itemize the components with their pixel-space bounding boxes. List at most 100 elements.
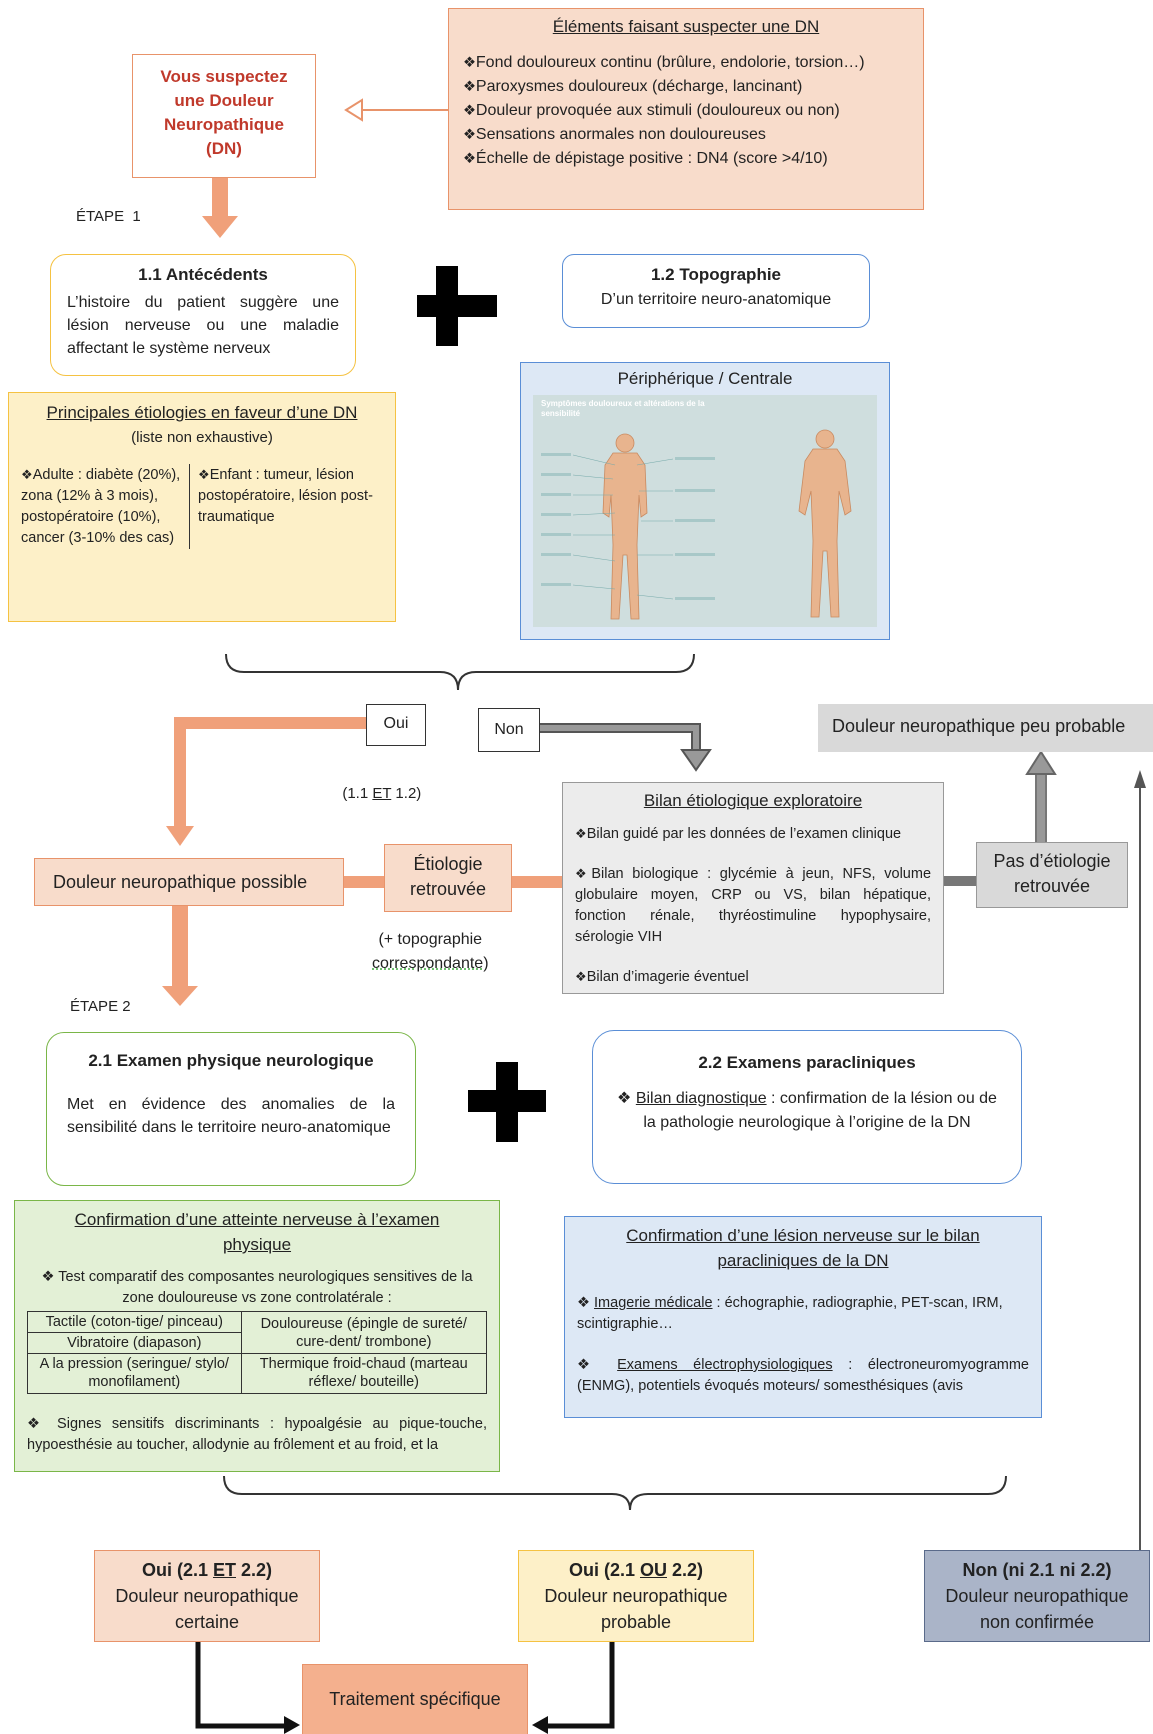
- elements-item: Sensations anormales non douloureuses: [463, 123, 909, 147]
- oui-note-et: ET: [372, 785, 392, 802]
- peu-probable-text: Douleur neuropathique peu probable: [832, 716, 1126, 736]
- confirm-physique-box: Confirmation d’une atteinte nerveuse à l…: [14, 1200, 500, 1472]
- oui-note-post: 1.2): [391, 785, 422, 802]
- confirm-para-imagerie-text: : échographie, radiographie, PET-scan, I…: [577, 1295, 1003, 1332]
- etiologie-retrouvee-line1: Étiologie: [413, 854, 483, 874]
- non-confirmee-line2: Douleur neuropathique: [945, 1586, 1129, 1606]
- topo-corresp-line1: (+ topographie: [378, 931, 483, 948]
- suspect-line-4: (DN): [206, 139, 242, 158]
- probable-l1-post: 2.2): [666, 1560, 704, 1580]
- oui-label: Oui: [383, 715, 409, 732]
- elements-item: Douleur provoquée aux stimuli (douloureu…: [463, 99, 909, 123]
- confirm-para-imagerie-label: Imagerie médicale: [594, 1295, 713, 1311]
- certaine-line3: certaine: [174, 1612, 240, 1632]
- elements-item: Paroxysmes douloureux (décharge, lancina…: [463, 75, 909, 99]
- etiologie-retrouvee-box: Étiologie retrouvée: [384, 844, 512, 912]
- table-cell: A la pression (seringue/ stylo/ monofila…: [27, 1353, 242, 1394]
- elements-title: Éléments faisant suspecter une DN: [552, 17, 820, 36]
- topographie-text: D’un territoire neuro-anatomique: [600, 291, 832, 308]
- etiologie-retrouvee-line2: retrouvée: [409, 879, 487, 899]
- pas-etiologie-line2: retrouvée: [1013, 876, 1091, 896]
- confirm-para-imagerie: ❖ Imagerie médicale : échographie, radio…: [577, 1295, 1003, 1332]
- periph-title: Périphérique / Centrale: [617, 369, 793, 388]
- bilan-item: Bilan guidé par les données de l’examen …: [575, 823, 931, 845]
- etiologies-subtitle: (liste non exhaustive): [131, 429, 273, 446]
- confirm-para-title: Confirmation d’une lésion nerveuse sur l…: [626, 1226, 980, 1270]
- examen-physique-title: 2.1 Examen physique neurologique: [88, 1051, 374, 1070]
- traitement-box: Traitement spécifique: [302, 1664, 528, 1734]
- etiologies-adulte-text: Adulte : diabète (20%), zona (12% à 3 mo…: [21, 464, 183, 549]
- etape1-label: ÉTAPE 1: [76, 208, 141, 225]
- figure-heading: Symptômes douloureux et altérations de l…: [541, 399, 705, 418]
- elements-item: Fond douloureux continu (brûlure, endolo…: [463, 51, 909, 75]
- oui-note: (1.1 ET 1.2): [334, 768, 421, 802]
- non-label: Non: [494, 721, 524, 738]
- examens-para-desc: : confirmation de la lésion ou de la pat…: [643, 1090, 997, 1131]
- confirm-physique-intro-text: Test comparatif des composantes neurolog…: [58, 1269, 473, 1306]
- confirm-para-electro-label: Examens électrophysiologiques: [617, 1357, 833, 1373]
- traitement-text: Traitement spécifique: [329, 1689, 501, 1709]
- confirm-physique-title: Confirmation d’une atteinte nerveuse à l…: [74, 1210, 440, 1254]
- table-row: Tactile (coton-tige/ pinceau) Douloureus…: [27, 1310, 488, 1355]
- table-cell: Thermique froid-chaud (marteau réflexe/ …: [240, 1353, 488, 1394]
- confirm-physique-signes-text: Signes sensitifs discriminants : hypoalg…: [27, 1415, 487, 1453]
- bilan-box: Bilan étiologique exploratoire Bilan gui…: [562, 782, 944, 994]
- etiologies-enfant-text: Enfant : tumeur, lésion postopératoire, …: [198, 464, 383, 528]
- etiologies-title: Principales étiologies en faveur d’une D…: [46, 403, 358, 422]
- antecedents-text: L’histoire du patient suggère une lésion…: [67, 294, 339, 357]
- elements-list: Fond douloureux continu (brûlure, endolo…: [463, 51, 909, 171]
- suspect-line-1: Vous suspectez: [160, 67, 288, 86]
- examens-para-box: 2.2 Examens paracliniques ❖ Bilan diagno…: [592, 1030, 1022, 1184]
- certaine-l1-post: 2.2): [236, 1560, 273, 1580]
- elements-box: Éléments faisant suspecter une DN Fond d…: [448, 8, 924, 210]
- probable-l1-pre: Oui (2.1: [568, 1560, 640, 1580]
- non-confirmee-box: Non (ni 2.1 ni 2.2) Douleur neuropathiqu…: [924, 1550, 1150, 1642]
- possible-text: Douleur neuropathique possible: [53, 872, 308, 892]
- body-silhouettes-icon: [541, 429, 852, 620]
- certaine-line1: Oui (2.1 ET 2.2): [95, 1557, 319, 1583]
- probable-l1-ou: OU: [639, 1560, 667, 1580]
- non-confirmee-line3: non confirmée: [979, 1612, 1095, 1632]
- suspect-line-2: une Douleur: [174, 91, 274, 110]
- possible-box: Douleur neuropathique possible: [34, 858, 344, 906]
- dermatome-figure: Symptômes douloureux et altérations de l…: [533, 395, 877, 627]
- bilan-title: Bilan étiologique exploratoire: [643, 791, 863, 810]
- examen-physique-box: 2.1 Examen physique neurologique Met en …: [46, 1032, 416, 1186]
- certaine-l1-et: ET: [212, 1560, 236, 1580]
- suspect-box: Vous suspectez une Douleur Neuropathique…: [132, 54, 316, 178]
- probable-line1: Oui (2.1 OU 2.2): [519, 1557, 753, 1583]
- examens-para-title: 2.2 Examens paracliniques: [698, 1053, 916, 1072]
- certaine-line2: Douleur neuropathique: [115, 1586, 299, 1606]
- etiologies-adulte: Adulte : diabète (20%), zona (12% à 3 mo…: [21, 464, 190, 549]
- bilan-item: Bilan d’imagerie éventuel: [575, 966, 931, 988]
- probable-line3: probable: [600, 1612, 672, 1632]
- topo-corresp-line2: correspondante): [372, 955, 489, 972]
- antecedents-box: 1.1 Antécédents L’histoire du patient su…: [50, 254, 356, 376]
- confirm-physique-signes: ❖ Signes sensitifs discriminants : hypoa…: [27, 1415, 487, 1453]
- examen-physique-text: Met en évidence des anomalies de la sens…: [67, 1096, 395, 1136]
- table-cell: Vibratoire (diapason): [27, 1332, 242, 1355]
- examens-para-text: ❖ Bilan diagnostique : confirmation de l…: [617, 1090, 997, 1131]
- etiologies-enfant: Enfant : tumeur, lésion postopératoire, …: [190, 464, 383, 549]
- non-box: Non: [478, 708, 540, 752]
- antecedents-title: 1.1 Antécédents: [138, 265, 268, 284]
- certaine-l1-pre: Oui (2.1: [141, 1560, 213, 1580]
- periph-box: Périphérique / Centrale Symptômes doulou…: [520, 362, 890, 640]
- topographie-box: 1.2 Topographie D’un territoire neuro-an…: [562, 254, 870, 328]
- probable-box: Oui (2.1 OU 2.2) Douleur neuropathique p…: [518, 1550, 754, 1642]
- pas-etiologie-box: Pas d’étiologie retrouvée: [976, 842, 1128, 908]
- examens-para-label: Bilan diagnostique: [635, 1090, 767, 1107]
- table-cell: Douloureuse (épingle de sureté/ cure-den…: [240, 1310, 488, 1355]
- suspect-line-3: Neuropathique: [164, 115, 284, 134]
- oui-box: Oui: [366, 704, 426, 746]
- pas-etiologie-line1: Pas d’étiologie: [993, 851, 1111, 871]
- oui-note-pre: (1.1: [342, 785, 373, 802]
- non-confirmee-line1: Non (ni 2.1 ni 2.2): [962, 1560, 1112, 1580]
- topographie-title: 1.2 Topographie: [650, 265, 782, 284]
- probable-line2: Douleur neuropathique: [544, 1586, 728, 1606]
- table-row: A la pression (seringue/ stylo/ monofila…: [27, 1353, 488, 1394]
- sensory-tests-table: Tactile (coton-tige/ pinceau) Douloureus…: [27, 1310, 488, 1394]
- confirm-physique-intro: ❖ Test comparatif des composantes neurol…: [41, 1269, 473, 1306]
- topo-corresp-note: (+ topographie correspondante): [372, 928, 489, 976]
